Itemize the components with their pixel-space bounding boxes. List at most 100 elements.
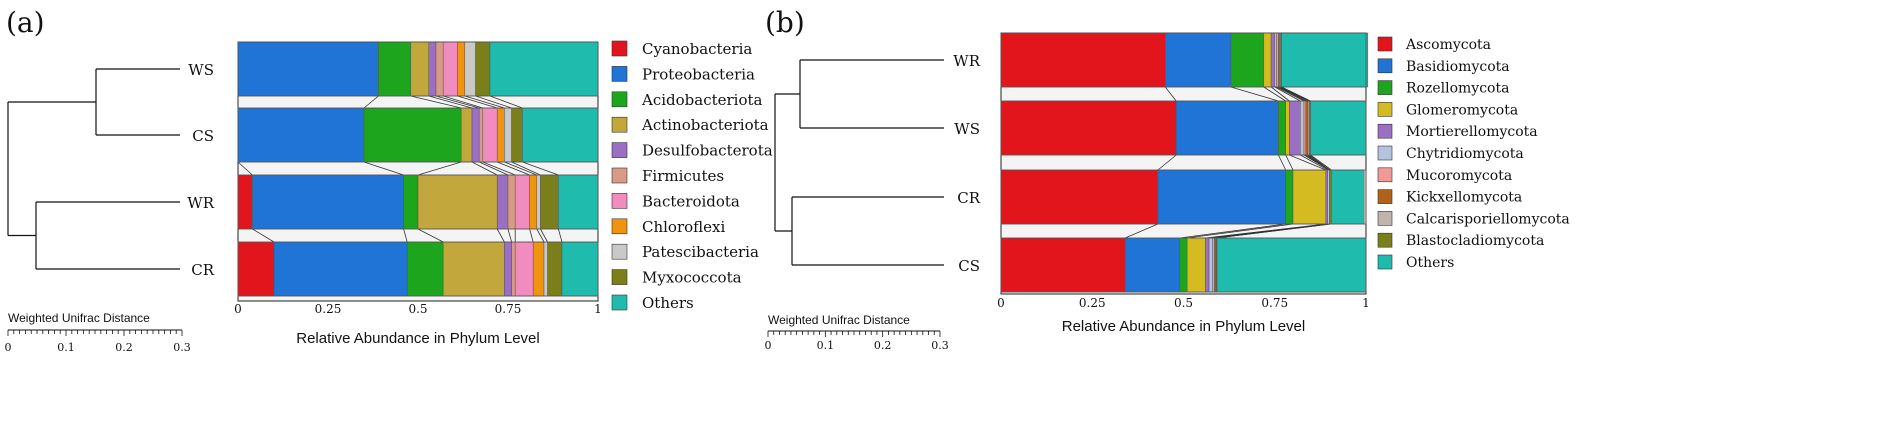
bar-segment — [1289, 100, 1301, 156]
bar-segment — [237, 241, 275, 297]
bar-segment — [252, 174, 404, 230]
bar-outline — [237, 107, 599, 163]
legend-swatch — [1377, 167, 1393, 183]
legend-label: Acidobacteriota — [641, 91, 763, 109]
connector-line — [417, 228, 444, 243]
bar-segment — [1270, 32, 1275, 88]
bar-segment — [540, 174, 559, 230]
x-tick-label: 0.25 — [1079, 296, 1106, 310]
connector-line — [536, 228, 545, 243]
bar-segment — [561, 241, 599, 297]
legend-swatch — [1377, 232, 1393, 248]
connector-line — [1270, 86, 1290, 102]
connector-line — [1308, 154, 1330, 171]
legend-swatch — [611, 116, 628, 133]
legend-swatch — [611, 40, 628, 57]
bar-segment — [1285, 100, 1290, 156]
bar-outline — [1000, 32, 1367, 88]
dendrogram — [7, 68, 180, 270]
legend-swatch — [1377, 145, 1393, 161]
bar-segment — [514, 241, 534, 297]
bar-segment — [1208, 237, 1213, 293]
connector-line — [363, 95, 379, 109]
bar-segment — [475, 41, 491, 97]
category-label: WR — [187, 194, 214, 212]
connector-line — [1276, 86, 1305, 102]
connector-line — [1279, 86, 1308, 102]
bar-segment — [1325, 169, 1328, 225]
bar-segment — [496, 174, 509, 230]
connector-line — [252, 228, 275, 243]
legend-label: Actinobacteriota — [641, 116, 769, 134]
bar-segment — [1157, 169, 1286, 225]
legend-label: Blastocladiomycota — [1406, 233, 1544, 249]
legend-label: Ascomycota — [1405, 37, 1491, 53]
x-axis-label: Relative Abundance in Phylum Level — [1062, 318, 1306, 335]
connector-line — [464, 95, 505, 109]
legend-swatch — [611, 142, 628, 158]
scale-title: Weighted Unifrac Distance — [768, 313, 910, 327]
legend-swatch — [1377, 254, 1393, 270]
scale-title: Weighted Unifrac Distance — [8, 311, 150, 325]
dendrogram — [774, 59, 944, 266]
x-tick-label: 1 — [1362, 296, 1370, 310]
legend-swatch — [1377, 58, 1393, 74]
category-label: CS — [958, 257, 980, 275]
bar-segment — [1212, 237, 1215, 293]
bar-segment — [237, 107, 365, 163]
category-label: CR — [957, 189, 980, 207]
x-axis-label: Relative Abundance in Phylum Level — [296, 330, 540, 347]
bar-segment — [522, 107, 599, 163]
connector-line — [457, 95, 498, 109]
legend-swatch — [1377, 102, 1393, 117]
bar-segment — [273, 241, 408, 297]
bar-segment — [1278, 100, 1286, 156]
connector-line — [511, 161, 541, 176]
bar-segment — [511, 107, 523, 163]
legend-swatch — [1377, 80, 1393, 95]
bar-segment — [1230, 32, 1265, 88]
legend-label: Rozellomycota — [1406, 81, 1509, 97]
legend-swatch — [1377, 123, 1393, 139]
x-tick-label: 1 — [594, 302, 602, 316]
scale-tick-label: 0.3 — [173, 341, 191, 354]
connector-line — [479, 161, 509, 176]
bar-segment — [1205, 237, 1210, 293]
bar-segment — [1186, 237, 1206, 293]
x-tick-label: 0.75 — [495, 302, 522, 316]
x-tick-label: 0.75 — [1261, 296, 1288, 310]
bar-segment — [460, 107, 473, 163]
legend-label: Chloroflexi — [642, 218, 726, 236]
legend-label: Kickxellomycota — [1406, 190, 1522, 206]
bar-segment — [1000, 100, 1177, 156]
legend-label: Others — [642, 294, 694, 312]
bar-outline — [237, 41, 599, 97]
bar-segment — [1303, 100, 1307, 156]
legend-label: Glomeromycota — [1406, 102, 1518, 118]
legend-swatch — [611, 167, 628, 184]
connector-line — [1179, 223, 1286, 239]
bar-segment — [428, 41, 437, 97]
legend-label: Bacteroidota — [642, 192, 740, 210]
bar-segment — [435, 41, 444, 97]
bar-segment — [1000, 169, 1159, 225]
bar-segment — [442, 241, 505, 297]
bar-segment — [1331, 169, 1365, 225]
scale-tick-label: 0.1 — [57, 341, 75, 354]
connector-line — [522, 161, 559, 176]
connector-line — [435, 95, 480, 109]
legend-swatch — [1377, 189, 1393, 204]
legend-label: Basidiomycota — [1406, 59, 1510, 75]
bar-segment — [403, 174, 419, 230]
bar-segment — [1281, 32, 1369, 88]
legend-swatch — [1377, 211, 1393, 226]
legend-swatch — [1377, 36, 1393, 52]
bar-segment — [489, 41, 599, 97]
category-label: CS — [192, 127, 214, 145]
connector-line — [1300, 154, 1328, 171]
bar-segment — [1124, 237, 1181, 293]
bar-segment — [558, 174, 599, 230]
connector-line — [471, 161, 498, 176]
scale-tick-label: 0.2 — [874, 339, 892, 352]
legend-label: Firmicutes — [642, 167, 724, 185]
